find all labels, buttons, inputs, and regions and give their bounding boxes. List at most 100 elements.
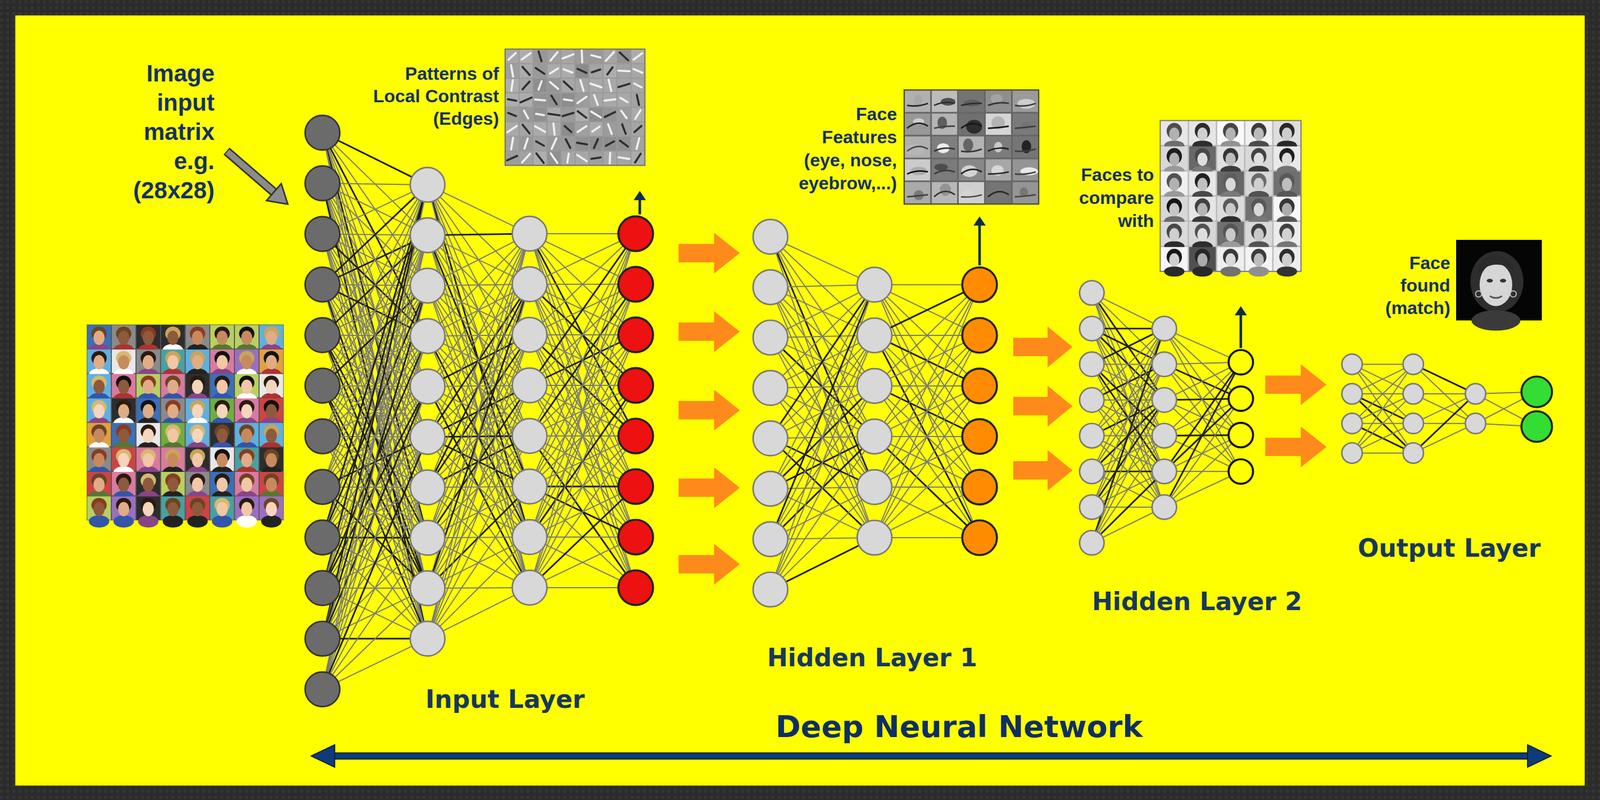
neuron-link [1164, 362, 1241, 472]
neuron [1342, 413, 1363, 434]
edge-filter-tile [533, 107, 547, 122]
layer-label: Output Layer [1357, 533, 1541, 564]
neuron [1152, 459, 1177, 484]
edge-filter-tile [519, 78, 533, 93]
feature-tile [1012, 136, 1039, 158]
edge-filter-tile [561, 137, 575, 151]
pointer-head [266, 183, 288, 205]
feature-tile [958, 159, 985, 181]
edge-filter-tile [561, 64, 575, 78]
neuron [857, 520, 892, 556]
edge-filter-frame [505, 48, 646, 166]
pointer-shaft [227, 151, 274, 193]
feature-tile [904, 90, 931, 112]
face-head [142, 477, 154, 492]
match-shoulders [1471, 310, 1521, 331]
output-arrow-shaft [1239, 312, 1243, 349]
neuron [1521, 411, 1552, 442]
edge-stroke [580, 79, 584, 91]
span-arrow-head [311, 745, 335, 768]
face-head [241, 331, 253, 346]
neuron-link [874, 284, 980, 437]
feature-curve [987, 126, 1009, 129]
neuron [962, 267, 997, 303]
edge-filter-tile [519, 49, 533, 63]
neuron [1152, 352, 1177, 378]
edge-stroke [508, 52, 516, 60]
input-callout: Image input matrix e.g. (28x28) [133, 59, 215, 206]
neuron [1079, 530, 1105, 556]
edge-stroke [619, 52, 629, 61]
edge-stroke [553, 123, 555, 135]
feature-blob [959, 190, 976, 202]
edge-stroke [591, 111, 601, 118]
feature-tile [958, 113, 985, 135]
edge-stroke [511, 80, 514, 92]
edge-stroke [635, 110, 641, 119]
neuron [753, 522, 788, 557]
neuron-link [770, 436, 875, 590]
neuron [305, 419, 341, 455]
edge-filter-tile [603, 107, 617, 122]
edge-filter-tile [575, 122, 589, 137]
neuron-link [1091, 328, 1165, 437]
neuron [857, 419, 892, 455]
edge-stroke [621, 110, 627, 119]
compare-face [1197, 152, 1208, 167]
neuron [618, 570, 654, 606]
edge-filter-tile [519, 137, 533, 151]
compare-face [1225, 152, 1236, 167]
edge-stroke [548, 113, 560, 116]
face-head [118, 477, 130, 492]
edge-filter-tile [575, 49, 589, 63]
compare-face [1197, 177, 1208, 192]
neuron [305, 318, 341, 353]
edge-stroke [605, 141, 614, 147]
edge-filter-tile [547, 49, 561, 63]
compare-face [1281, 152, 1293, 167]
edge-filter-tile [533, 78, 547, 93]
neuron [1228, 350, 1254, 375]
flow-arrow [678, 232, 740, 274]
face-head [142, 404, 154, 419]
neuron [1079, 316, 1105, 342]
neuron-link [322, 235, 428, 690]
edge-filter-tile [631, 137, 645, 151]
neuron-link [1091, 328, 1165, 508]
edge-stroke [636, 138, 640, 149]
compare-face [1197, 202, 1208, 217]
edge-stroke [563, 69, 573, 73]
edge-filter-tile [631, 122, 645, 137]
face-head [167, 355, 179, 370]
face-shoulders [88, 515, 110, 528]
edge-filter-tile [631, 93, 645, 107]
edge-stroke [622, 124, 626, 134]
edge-filter-tile [519, 122, 533, 137]
face-head [216, 428, 228, 443]
yellow-panel [15, 15, 1585, 786]
flow-arrows [226, 151, 1552, 768]
compare-face [1253, 253, 1264, 267]
feature-curve [987, 191, 1009, 197]
compare-face [1253, 202, 1264, 217]
match-mouth [1489, 296, 1503, 299]
edge-filter-tile [575, 151, 589, 166]
feature-curve [1014, 148, 1036, 152]
face-head [167, 502, 179, 517]
face-head [93, 502, 105, 517]
neuron-link [322, 132, 428, 589]
neuron [1079, 387, 1105, 413]
edge-filter-tile [617, 64, 631, 78]
edge-stroke [535, 126, 546, 133]
neuron-link [322, 537, 428, 690]
layer-label: Hidden Layer 2 [1091, 587, 1303, 618]
feature-tile [985, 136, 1012, 158]
feature-tile [1012, 90, 1039, 112]
edge-stroke [635, 153, 641, 163]
neuron-link [427, 184, 530, 335]
compare-face [1253, 127, 1264, 142]
edge-filter-tile [575, 64, 589, 78]
edge-stroke [636, 94, 639, 106]
edge-stroke [594, 139, 598, 149]
neuron-link [529, 334, 636, 588]
